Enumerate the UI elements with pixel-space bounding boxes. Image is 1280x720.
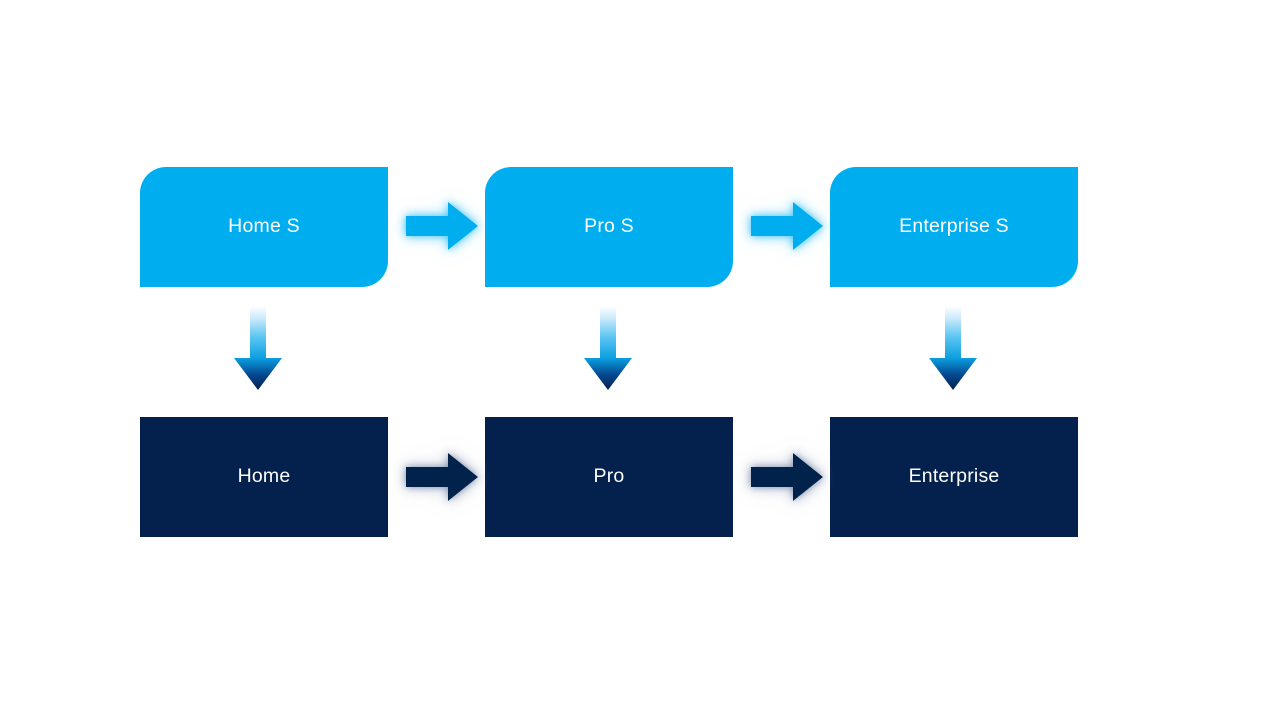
arrow-down-icon bbox=[584, 306, 632, 390]
node-label: Enterprise S bbox=[899, 215, 1009, 238]
node-pro-s[interactable]: Pro S bbox=[485, 167, 733, 287]
vertical-connector-2 bbox=[578, 306, 638, 392]
arrow-right-icon bbox=[751, 202, 823, 250]
node-label: Home bbox=[237, 465, 291, 488]
node-home-s[interactable]: Home S bbox=[140, 167, 388, 287]
node-pro[interactable]: Pro bbox=[485, 417, 733, 537]
upper-connector-2 bbox=[749, 198, 825, 254]
node-enterprise[interactable]: Enterprise bbox=[830, 417, 1078, 537]
arrow-right-icon bbox=[751, 453, 823, 501]
arrow-right-icon bbox=[406, 453, 478, 501]
vertical-connector-1 bbox=[228, 306, 288, 392]
arrow-right-icon bbox=[406, 202, 478, 250]
arrow-down-icon bbox=[234, 306, 282, 390]
node-label: Pro S bbox=[584, 215, 634, 238]
node-home[interactable]: Home bbox=[140, 417, 388, 537]
node-enterprise-s[interactable]: Enterprise S bbox=[830, 167, 1078, 287]
node-label: Enterprise bbox=[908, 465, 1000, 488]
node-label: Pro bbox=[593, 465, 625, 488]
vertical-connector-3 bbox=[923, 306, 983, 392]
lower-connector-1 bbox=[404, 449, 480, 505]
upper-connector-1 bbox=[404, 198, 480, 254]
node-label: Home S bbox=[228, 215, 300, 238]
arrow-down-icon bbox=[929, 306, 977, 390]
lower-connector-2 bbox=[749, 449, 825, 505]
